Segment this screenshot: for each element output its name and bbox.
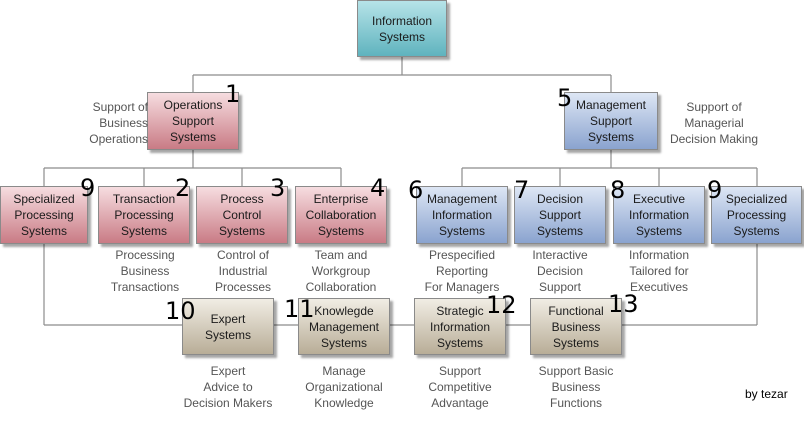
- number-label-9-left: 9: [80, 174, 96, 202]
- number-label-10: 10: [165, 297, 196, 325]
- number-label-4: 4: [370, 174, 386, 202]
- information-systems-node: Information Systems: [357, 0, 447, 57]
- transaction-processing-systems-node: Transaction Processing Systems: [98, 186, 190, 244]
- expert-systems-description: Expert Advice to Decision Makers: [183, 364, 273, 410]
- decision-support-description: Interactive Decision Support: [532, 248, 588, 294]
- number-label-6: 6: [408, 176, 424, 204]
- management-information-systems-node: Management Information Systems: [416, 186, 508, 244]
- number-label-13: 13: [608, 290, 639, 318]
- operations-support-systems-node: Operations Support Systems: [147, 92, 239, 150]
- executive-information-systems-node: Executive Information Systems: [613, 186, 705, 244]
- enterprise-collaboration-description: Team and Workgroup Collaboration: [305, 248, 377, 294]
- knowledge-management-description: Manage Organizational Knowledge: [305, 364, 383, 410]
- decision-support-systems-node: Decision Support Systems: [514, 186, 606, 244]
- expert-systems-node: Expert Systems: [182, 298, 274, 355]
- process-control-systems-node: Process Control Systems: [196, 186, 288, 244]
- number-label-2: 2: [175, 174, 191, 202]
- author-credit: by tezar: [745, 387, 788, 401]
- number-label-1: 1: [225, 80, 241, 108]
- functional-business-description: Support Basic Business Functions: [538, 364, 614, 410]
- strategic-information-systems-node: Strategic Information Systems: [414, 298, 506, 355]
- management-support-systems-node: Management Support Systems: [564, 92, 658, 150]
- number-label-9-right: 9: [707, 176, 723, 204]
- number-label-7: 7: [514, 176, 530, 204]
- enterprise-collaboration-systems-node: Enterprise Collaboration Systems: [295, 186, 387, 244]
- number-label-5: 5: [557, 84, 573, 112]
- management-description: Support of Managerial Decision Making: [669, 100, 759, 146]
- specialized-processing-systems-right-node: Specialized Processing Systems: [711, 186, 802, 244]
- operations-description: Support of Business Operations: [89, 100, 148, 146]
- transaction-processing-description: Processing Business Transactions: [110, 248, 180, 294]
- number-label-3: 3: [270, 174, 286, 202]
- number-label-11: 11: [284, 295, 315, 323]
- specialized-processing-systems-left-node: Specialized Processing Systems: [0, 186, 88, 244]
- strategic-information-description: Support Competitive Advantage: [428, 364, 492, 410]
- number-label-12: 12: [486, 291, 517, 319]
- executive-information-description: Information Tailored for Executives: [628, 248, 690, 294]
- management-information-description: Prespecified Reporting For Managers: [424, 248, 500, 294]
- process-control-description: Control of Industrial Processes: [214, 248, 272, 294]
- number-label-8: 8: [610, 176, 626, 204]
- functional-business-systems-node: Functional Business Systems: [530, 298, 622, 355]
- knowledge-management-systems-node: Knowlegde Management Systems: [298, 298, 390, 355]
